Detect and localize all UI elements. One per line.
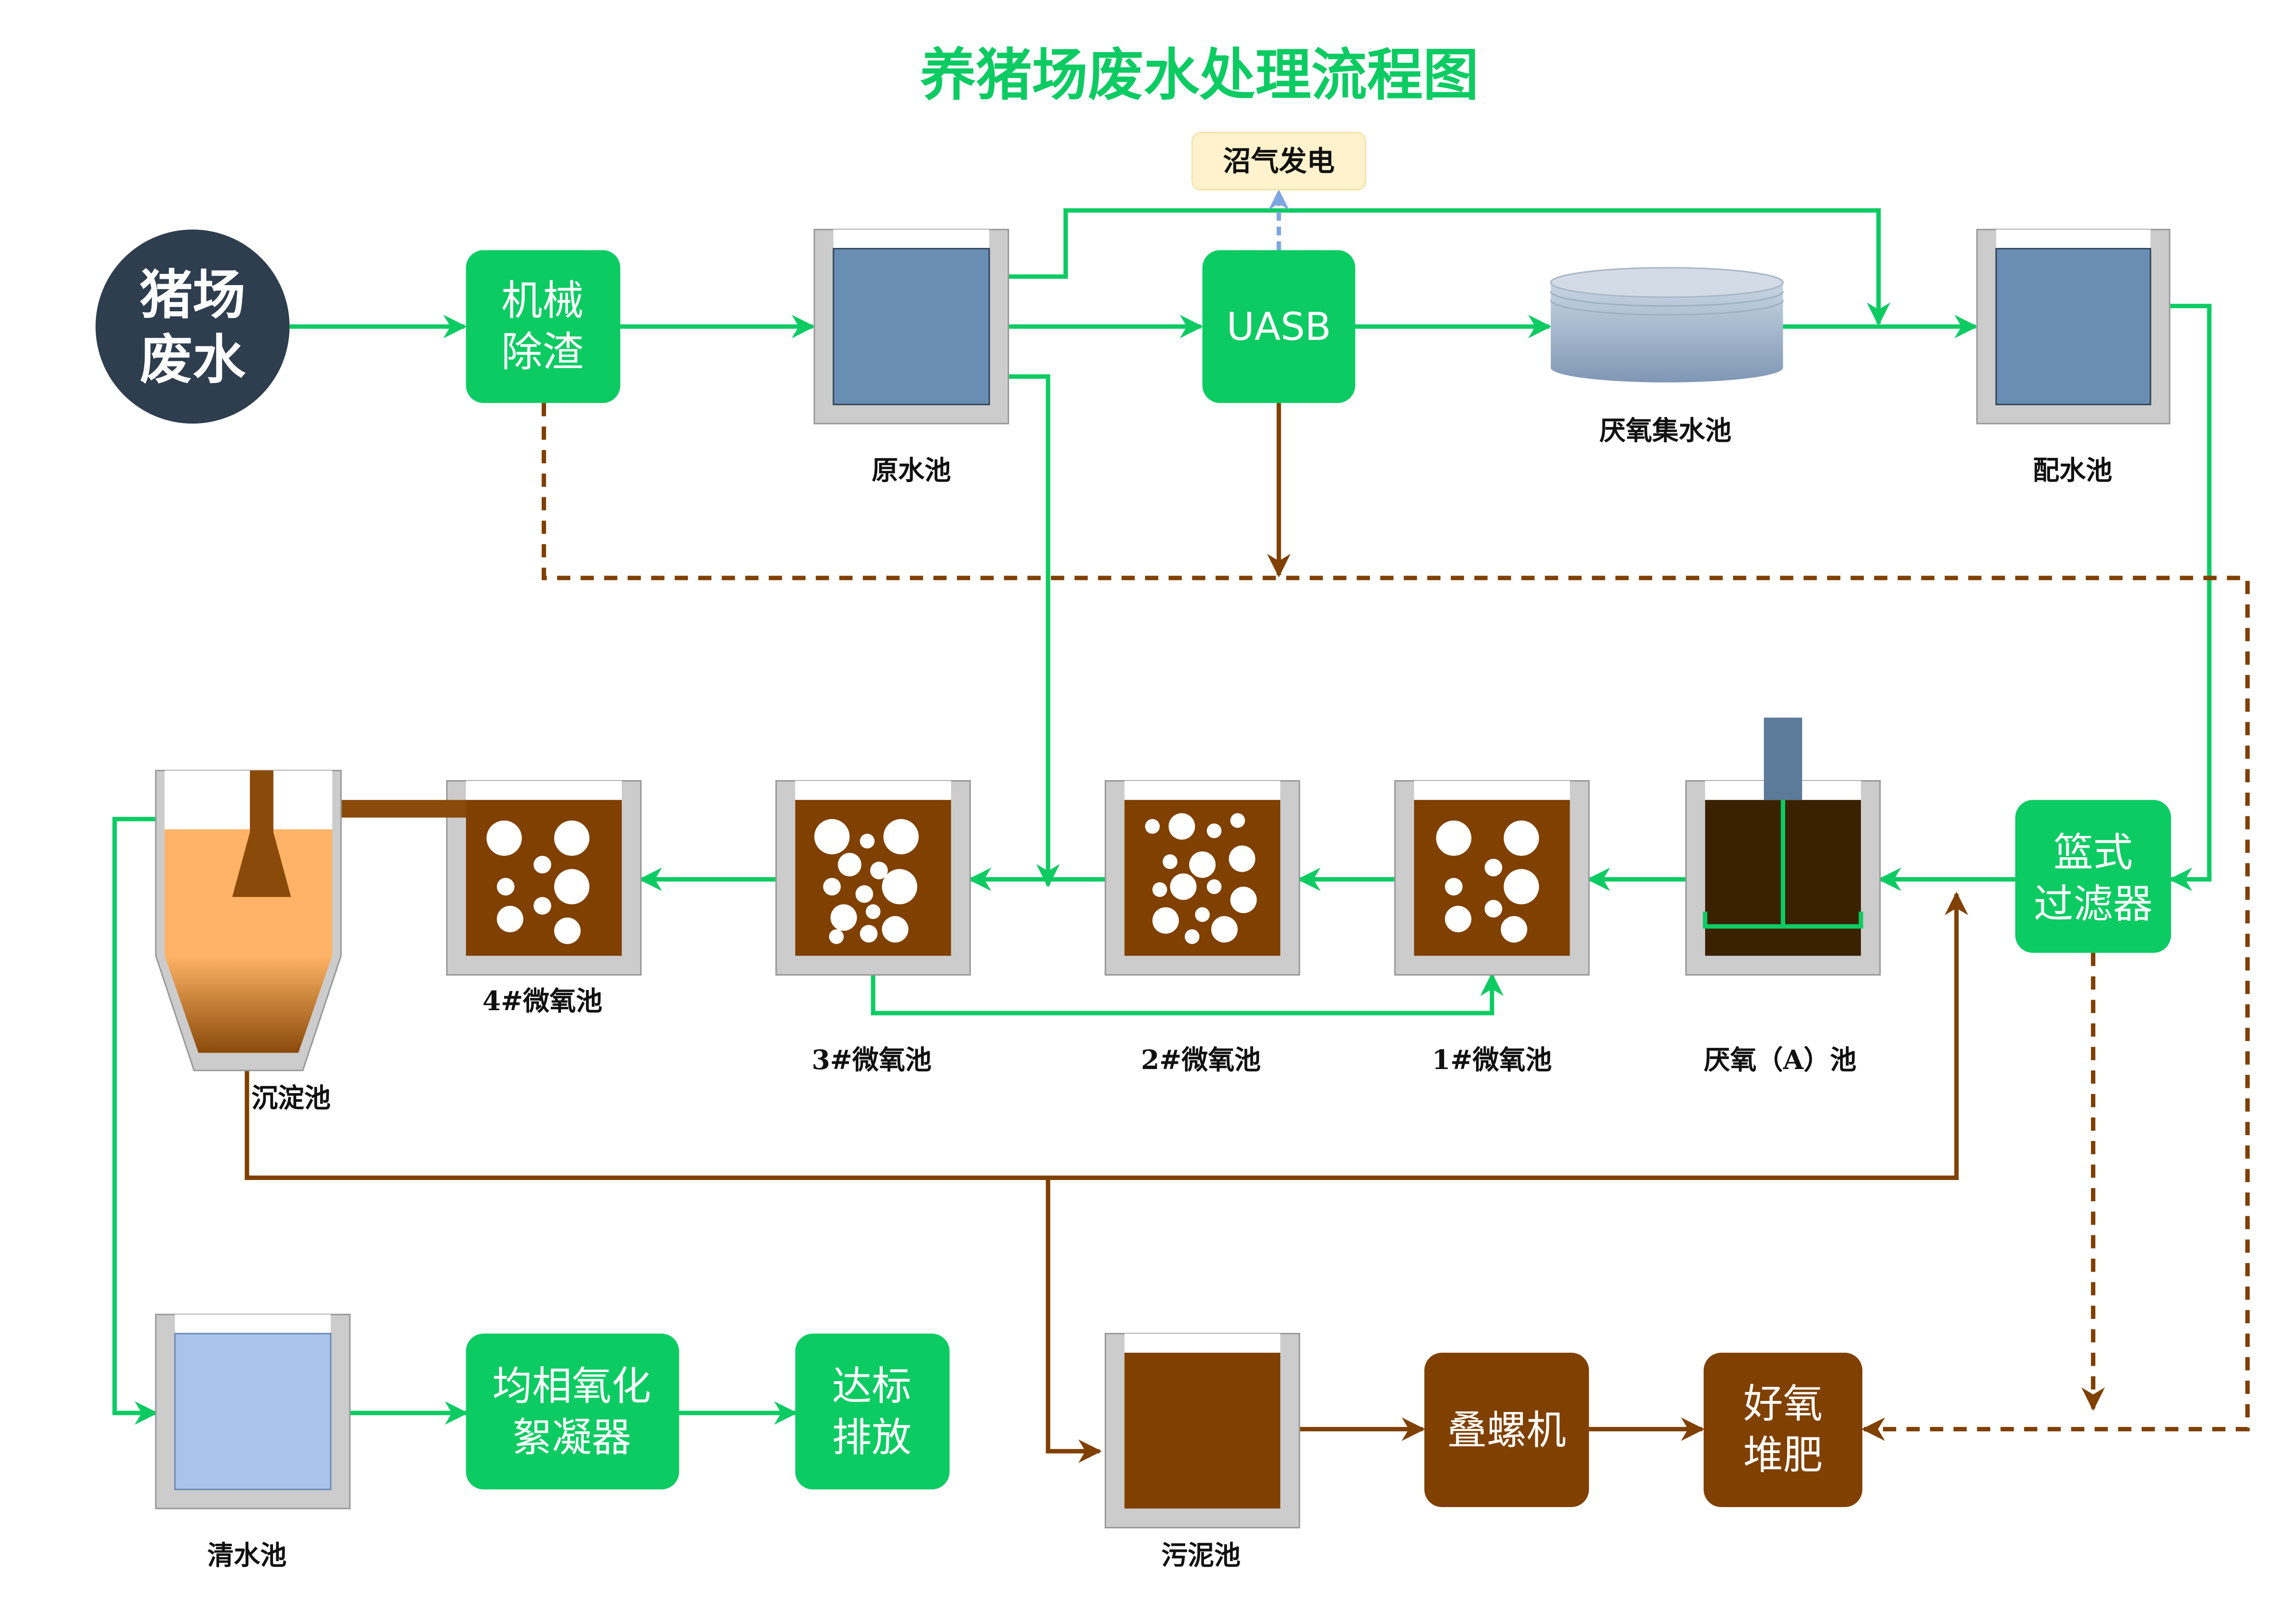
arrow-distribution-to-basket-filter [2169, 303, 2212, 892]
collect-cylinder-body [1550, 282, 1783, 383]
source-label-line2: 废水 [140, 329, 246, 391]
settling-center-pipe [232, 770, 291, 897]
uasb-box [1202, 250, 1355, 403]
discharge-node: 达标 排放 [795, 1333, 950, 1490]
compost-label-line1: 好氧 [1743, 1381, 1823, 1427]
biogas-node: 沼气发电 [1191, 132, 1367, 191]
discharge-label-line2: 排放 [832, 1415, 912, 1461]
micro-tank-4-opening [466, 781, 622, 800]
sludge-tank-node: 污泥池 [1105, 1332, 1300, 1571]
distribution-tank-node: 配水池 [1976, 229, 2171, 486]
arrow-micro-3-return-to-micro-1 [871, 972, 1504, 1015]
compost-box [1703, 1353, 1863, 1507]
oxidation-node: 均相氧化 絮凝器 [466, 1333, 679, 1490]
mixer-motor [1763, 717, 1803, 800]
micro-tank-1-label: 1#微氧池 [1432, 1044, 1552, 1075]
micro-tank-2-label: 2#微氧池 [1141, 1044, 1261, 1075]
aeration-bubbles-3 [814, 819, 919, 944]
anaerobic-collect-label: 厌氧集水池 [1599, 415, 1732, 446]
compost-label-line2: 堆肥 [1743, 1433, 1823, 1479]
settling-tank-opening [164, 770, 332, 830]
arrow-raw-tank-bypass-to-distribution [1008, 208, 1890, 326]
green-flow-lines [112, 208, 2212, 1425]
settling-tank-node: 沉淀池 [155, 769, 342, 1113]
raw-tank-node: 原水池 [813, 229, 1010, 486]
biogas-box [1191, 132, 1367, 191]
sludge-tank-sludge [1124, 1353, 1281, 1509]
clear-tank-node: 清水池 [155, 1314, 351, 1571]
sludge-tank-label: 污泥池 [1161, 1539, 1241, 1571]
micro-tank-1-opening [1414, 781, 1570, 800]
micro-tank-3-node: 3#微氧池 [775, 780, 971, 1075]
uasb-label: UASB [1227, 304, 1331, 349]
anaerobic-collect-node: 厌氧集水池 [1550, 267, 1784, 446]
discharge-label-line1: 达标 [832, 1364, 912, 1410]
distribution-tank-label: 配水池 [2033, 454, 2113, 486]
distribution-tank-water [1995, 247, 2151, 405]
clear-tank-label: 清水池 [207, 1539, 287, 1571]
basket-filter-label-line2: 过滤器 [2034, 881, 2153, 927]
raw-tank-opening [833, 229, 989, 249]
micro-tank-4-label: 4#微氧池 [482, 985, 602, 1016]
anaerobic-a-label: 厌氧（A）池 [1704, 1044, 1857, 1075]
screening-label-line2: 除渣 [501, 329, 584, 376]
micro-tank-2-node: 2#微氧池 [1105, 780, 1300, 1075]
settling-tank-label: 沉淀池 [251, 1082, 331, 1113]
oxidation-box [466, 1333, 679, 1490]
micro-tank-4-liquid [466, 800, 622, 956]
anaerobic-a-node: 厌氧（A）池 [1685, 717, 1881, 1075]
oxidation-label-line1: 均相氧化 [492, 1364, 651, 1410]
raw-tank-water [833, 247, 990, 405]
screw-press-box [1424, 1353, 1589, 1507]
arrow-settling-to-clear-tank [112, 817, 159, 1425]
source-label-line1: 猪场 [140, 264, 246, 326]
oxidation-label-line2: 絮凝器 [512, 1415, 631, 1461]
clear-tank-opening [175, 1314, 331, 1334]
discharge-box [795, 1333, 950, 1490]
micro-tank-1-liquid [1414, 800, 1570, 956]
compost-node: 好氧 堆肥 [1703, 1353, 1863, 1507]
arrow-settling-sludge-to-sludge-tank [1046, 1178, 1102, 1463]
sludge-tank-opening [1124, 1333, 1281, 1353]
collect-cylinder-top [1550, 267, 1784, 298]
basket-filter-box [2015, 800, 2171, 953]
basket-filter-label-line1: 篮式 [2053, 830, 2133, 876]
aeration-bubbles-1 [1436, 820, 1539, 943]
screening-node: 机械 除渣 [466, 250, 620, 403]
micro-tank-2-opening [1124, 781, 1281, 800]
distribution-tank-opening [1996, 229, 2151, 249]
uasb-node: UASB [1202, 250, 1355, 403]
raw-tank-label: 原水池 [872, 454, 951, 486]
screw-press-label: 叠螺机 [1447, 1408, 1566, 1454]
arrow-settling-sludge-return [245, 892, 1968, 1180]
micro-tank-4-node: 4#微氧池 [446, 780, 642, 1016]
collect-cylinder-rings [1550, 291, 1784, 316]
biogas-label: 沼气发电 [1223, 145, 1335, 178]
micro-tank-3-opening [795, 781, 951, 800]
basket-filter-node: 篮式 过滤器 [2015, 800, 2171, 953]
aeration-bubbles-2 [1145, 813, 1257, 944]
mixer-icon [1703, 800, 1863, 929]
source-circle [96, 229, 290, 424]
screening-box [466, 250, 620, 403]
dashed-screening-sludge-line [541, 403, 2250, 1441]
aeration-bubbles-4 [486, 820, 589, 944]
brown-sludge-lines [245, 403, 2250, 1463]
arrow-raw-tank-to-micro-3 [1008, 374, 1060, 888]
screw-press-node: 叠螺机 [1424, 1353, 1589, 1507]
diagram-title: 养猪场废水处理流程图 [920, 43, 1479, 108]
clear-tank-water [174, 1332, 332, 1490]
micro-tank-3-label: 3#微氧池 [812, 1044, 932, 1075]
settling-tank-cone [164, 956, 332, 1053]
micro-tank-1-node: 1#微氧池 [1394, 780, 1590, 1075]
screening-label-line1: 机械 [501, 277, 584, 325]
source-node: 猪场 废水 [96, 229, 290, 424]
